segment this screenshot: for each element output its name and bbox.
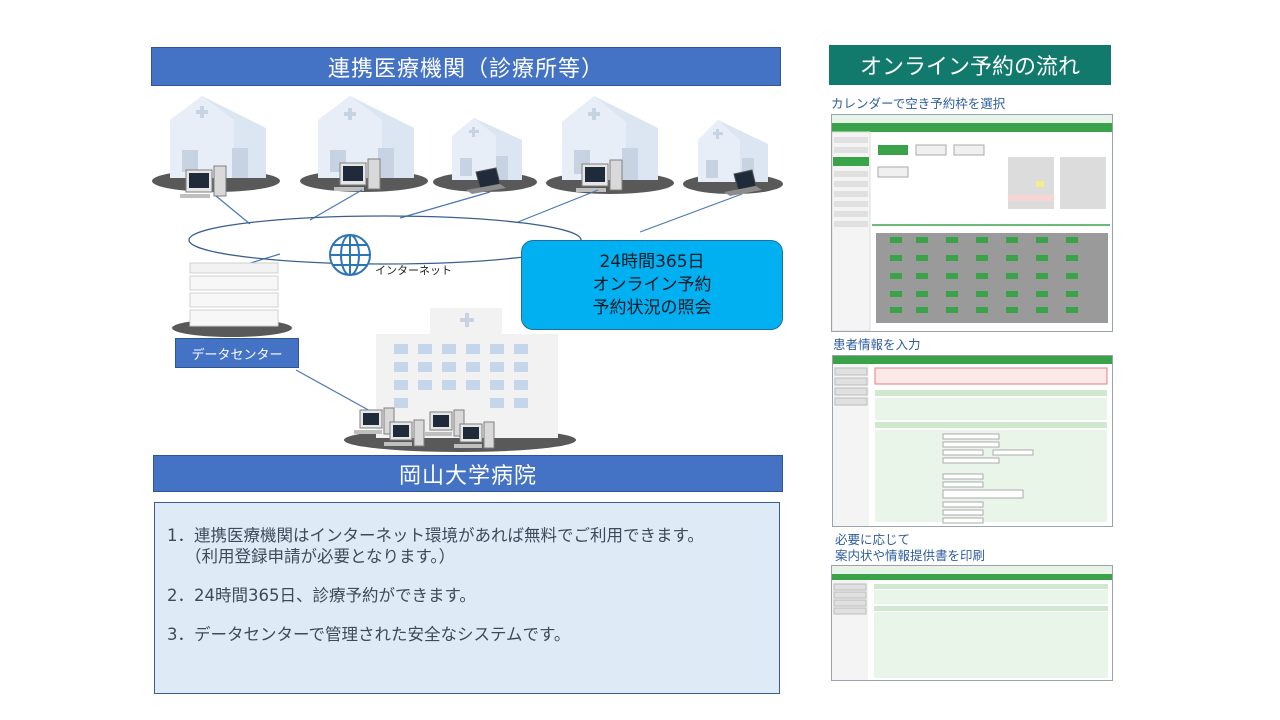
print-document-screenshot <box>831 565 1113 681</box>
internet-label: インターネット <box>375 264 452 277</box>
feature-text: 3．データセンターで管理された安全なシステムです。 <box>167 625 571 644</box>
step-caption-line: 必要に応じて <box>835 532 911 547</box>
feature-item: 2．24時間365日、診療予約ができます。 <box>167 585 767 606</box>
feature-text: 1．連携医療機関はインターネット環境があれば無料でご利用できます。 <box>167 526 704 545</box>
datacenter-server-icon <box>189 262 279 327</box>
clinic-house <box>562 96 658 180</box>
callout-line: 24時間365日 <box>599 251 705 272</box>
clinics-banner-text: 連携医療機関（診療所等） <box>327 56 604 82</box>
flow-title: オンライン予約の流れ <box>829 45 1111 85</box>
feature-text: 2．24時間365日、診療予約ができます。 <box>167 586 476 605</box>
clinic-house <box>452 118 522 180</box>
hospital-banner: 岡山大学病院 <box>153 455 783 492</box>
clinics-banner: 連携医療機関（診療所等） <box>151 47 781 86</box>
hospital-building <box>376 308 558 438</box>
step-caption: 患者情報を入力 <box>833 337 921 352</box>
desktop-pc-icon <box>334 158 381 191</box>
step-caption-line: 案内状や情報提供書を印刷 <box>835 548 986 563</box>
step-caption: 必要に応じて 案内状や情報提供書を印刷 <box>835 532 985 564</box>
desktop-pc-icon <box>180 165 227 198</box>
online-booking-callout: 24時間365日 オンライン予約 予約状況の照会 <box>521 240 783 330</box>
callout-line: オンライン予約 <box>592 274 712 295</box>
desktop-pc-icon <box>354 407 395 435</box>
clinic-house <box>698 120 768 182</box>
network-diagram <box>152 96 783 452</box>
calendar-screenshot <box>831 114 1113 332</box>
feature-list: 1．連携医療機関はインターネット環境があれば無料でご利用できます。 （利用登録申… <box>154 502 780 694</box>
laptop-icon <box>724 169 762 196</box>
callout-line: 予約状況の照会 <box>592 297 712 318</box>
feature-item: 1．連携医療機関はインターネット環境があれば無料でご利用できます。 （利用登録申… <box>167 525 767 567</box>
clinic-house <box>170 96 266 178</box>
desktop-pc-icon <box>576 159 623 192</box>
datacenter-label: データセンター <box>175 338 299 368</box>
globe-icon <box>329 234 371 276</box>
network-links <box>215 189 743 413</box>
feature-subtext: （利用登録申請が必要となります。） <box>185 547 456 566</box>
hospital-banner-text: 岡山大学病院 <box>398 463 537 489</box>
feature-item: 3．データセンターで管理された安全なシステムです。 <box>167 624 767 645</box>
desktop-pc-icon <box>454 421 495 449</box>
patient-form-screenshot <box>832 355 1113 527</box>
desktop-pc-icon <box>424 409 465 437</box>
desktop-pc-icon <box>384 419 425 447</box>
step-caption: カレンダーで空き予約枠を選択 <box>831 96 1006 111</box>
clinic-house <box>318 96 414 178</box>
laptop-icon <box>466 167 506 194</box>
